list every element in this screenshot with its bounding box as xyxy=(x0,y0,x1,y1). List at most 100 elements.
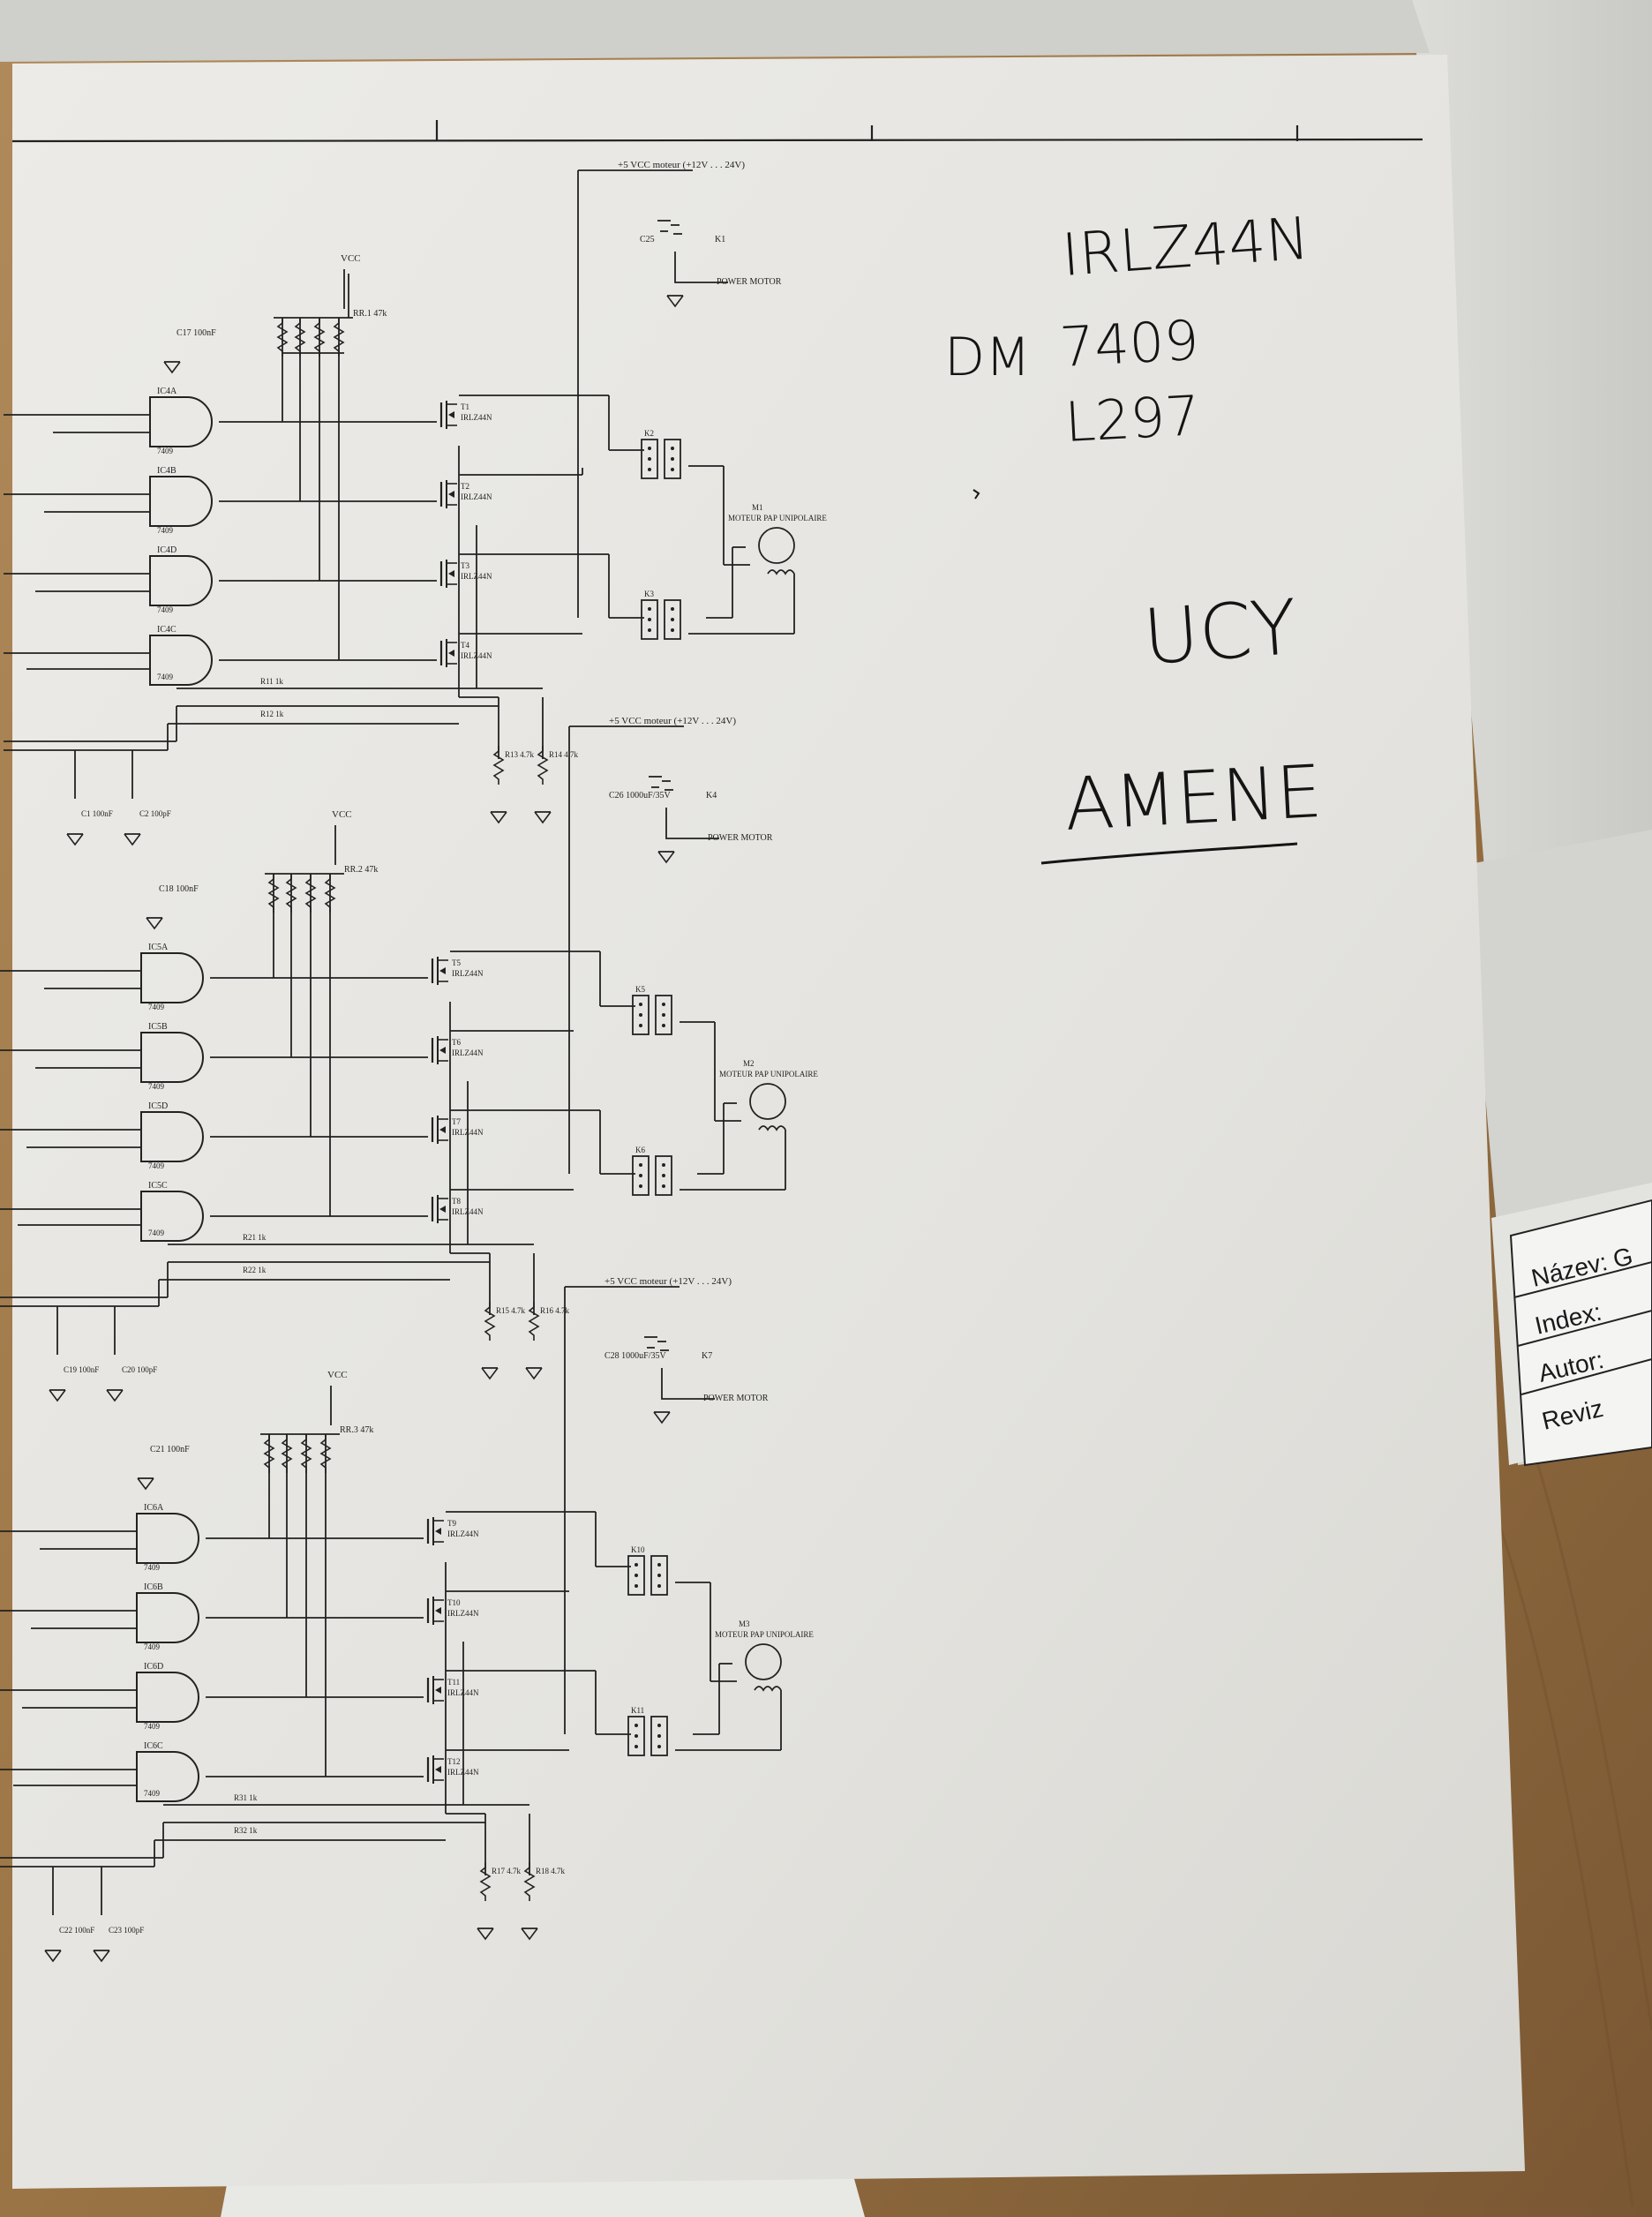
title-block: Název: G Index: Autor: Reviz xyxy=(1509,1199,1652,1467)
resistor-label: R17 4.7k xyxy=(492,1867,522,1875)
resistor-label: R21 1k xyxy=(243,1233,267,1242)
mosfet-ref: T12 xyxy=(447,1757,461,1766)
gate-part: 7409 xyxy=(148,1003,165,1011)
mosfet-ref: T7 xyxy=(452,1117,461,1126)
mosfet-ref: T3 xyxy=(461,561,469,570)
mosfet-part: IRLZ44N xyxy=(461,413,492,422)
power-cap-label: C25 xyxy=(640,235,655,244)
connector-ref: K10 xyxy=(631,1545,645,1554)
gate-ref: IC5A xyxy=(148,943,169,952)
power-cap-label: C28 1000uF/35V xyxy=(604,1351,667,1361)
motor-label: MOTEUR PAP UNIPOLAIRE xyxy=(715,1630,814,1639)
cap-label: C19 100nF xyxy=(64,1365,99,1374)
resistor-label: R12 1k xyxy=(260,710,284,718)
mosfet-part: IRLZ44N xyxy=(452,1207,484,1216)
cap-label: C2 100pF xyxy=(139,809,171,818)
cap-label: C20 100pF xyxy=(122,1365,157,1374)
power-connector-ref: K4 xyxy=(706,791,717,800)
power-net-label: +5 VCC moteur (+12V . . . 24V) xyxy=(609,716,736,726)
motor-ref: M3 xyxy=(739,1620,750,1628)
gate-part: 7409 xyxy=(144,1563,161,1572)
mosfet-ref: T11 xyxy=(447,1678,460,1687)
gate-ref: IC4C xyxy=(157,625,176,635)
power-connector-ref: K7 xyxy=(702,1351,712,1361)
pullup-label: RR.3 47k xyxy=(340,1425,373,1435)
handwritten-underline xyxy=(1040,842,1298,865)
mosfet-part: IRLZ44N xyxy=(452,1048,484,1057)
resistor-label: R11 1k xyxy=(260,677,283,686)
gate-ref: IC4A xyxy=(157,387,177,396)
cap-label: C23 100pF xyxy=(109,1926,144,1935)
gate-part: 7409 xyxy=(148,1082,165,1091)
gate-ref: IC5B xyxy=(148,1022,168,1032)
connector-ref: K11 xyxy=(631,1706,644,1715)
connector-ref: K6 xyxy=(635,1146,645,1154)
mosfet-ref: T2 xyxy=(461,482,469,491)
motor-label: MOTEUR PAP UNIPOLAIRE xyxy=(719,1070,818,1078)
mosfet-ref: T9 xyxy=(447,1519,456,1528)
power-net-label: +5 VCC moteur (+12V . . . 24V) xyxy=(618,160,745,170)
motor-ref: M2 xyxy=(743,1059,755,1068)
driver-stage: +5 VCC moteur (+12V . . . 24V) VCC RR.2 … xyxy=(0,716,818,1402)
gate-ref: IC6B xyxy=(144,1582,163,1592)
resistor-label: R22 1k xyxy=(243,1266,267,1274)
handwritten-note: AMENE xyxy=(1063,750,1324,847)
gate-ref: IC5D xyxy=(148,1101,168,1111)
mosfet-part: IRLZ44N xyxy=(452,1128,484,1137)
supply-label: VCC xyxy=(332,809,352,820)
power-cap-label: C26 1000uF/35V xyxy=(609,791,672,800)
supply-label: VCC xyxy=(341,253,361,264)
drawing-frame xyxy=(11,120,1423,143)
mosfet-part: IRLZ44N xyxy=(447,1688,479,1697)
cap-label: C22 100nF xyxy=(59,1926,94,1935)
pullup-label: RR.2 47k xyxy=(344,865,378,875)
driver-stage: +5 VCC moteur (+12V . . . 24V) VCC RR.1 … xyxy=(4,160,827,845)
gate-ref: IC4B xyxy=(157,466,176,476)
gate-part: 7409 xyxy=(157,447,174,455)
resistor-label: R13 4.7k xyxy=(505,750,535,759)
gate-part: 7409 xyxy=(144,1789,161,1798)
mosfet-ref: T8 xyxy=(452,1197,461,1206)
gate-part: 7409 xyxy=(157,526,174,535)
resistor-label: R14 4.7k xyxy=(549,750,579,759)
gate-ref: IC5C xyxy=(148,1181,168,1191)
connector-ref: K5 xyxy=(635,985,645,994)
supply-label: VCC xyxy=(327,1370,348,1380)
mosfet-part: IRLZ44N xyxy=(447,1768,479,1777)
mosfet-part: IRLZ44N xyxy=(447,1609,479,1618)
resistor-label: R16 4.7k xyxy=(540,1306,570,1315)
power-connector-label: POWER MOTOR xyxy=(717,277,782,287)
handwritten-part-number: L297 xyxy=(1063,383,1202,455)
power-net-label: +5 VCC moteur (+12V . . . 24V) xyxy=(604,1276,732,1287)
mosfet-ref: T1 xyxy=(461,402,469,411)
resistor-label: R31 1k xyxy=(234,1793,258,1802)
power-connector-label: POWER MOTOR xyxy=(703,1394,769,1403)
driver-stage: +5 VCC moteur (+12V . . . 24V) VCC RR.3 … xyxy=(0,1276,814,1962)
mosfet-ref: T10 xyxy=(447,1598,461,1607)
connector-ref: K3 xyxy=(644,590,654,598)
gate-part: 7409 xyxy=(144,1642,161,1651)
power-connector-ref: K1 xyxy=(715,235,725,244)
handwritten-notes: IRLZ44N DM 7409 L297 UCY AMENE xyxy=(944,205,1324,865)
power-connector-label: POWER MOTOR xyxy=(708,833,773,843)
resistor-label: R32 1k xyxy=(234,1826,258,1835)
gate-part: 7409 xyxy=(144,1722,161,1731)
pullup-label: RR.1 47k xyxy=(353,309,387,319)
connector-ref: K2 xyxy=(644,429,654,438)
handwritten-note: UCY xyxy=(1140,583,1300,682)
resistor-label: R18 4.7k xyxy=(536,1867,566,1875)
cap-label: C17 100nF xyxy=(176,328,216,338)
gate-part: 7409 xyxy=(148,1229,165,1237)
motor-label: MOTEUR PAP UNIPOLAIRE xyxy=(728,514,827,522)
gate-ref: IC6D xyxy=(144,1662,163,1672)
cap-label: C18 100nF xyxy=(159,884,199,894)
handwritten-part-number: 7409 xyxy=(1058,308,1200,380)
mosfet-ref: T4 xyxy=(461,641,469,650)
gate-part: 7409 xyxy=(157,605,174,614)
handwritten-part-prefix: DM xyxy=(944,327,1031,388)
gate-ref: IC6A xyxy=(144,1503,164,1513)
gate-part: 7409 xyxy=(157,673,174,681)
gate-ref: IC6C xyxy=(144,1741,163,1751)
mosfet-part: IRLZ44N xyxy=(461,492,492,501)
